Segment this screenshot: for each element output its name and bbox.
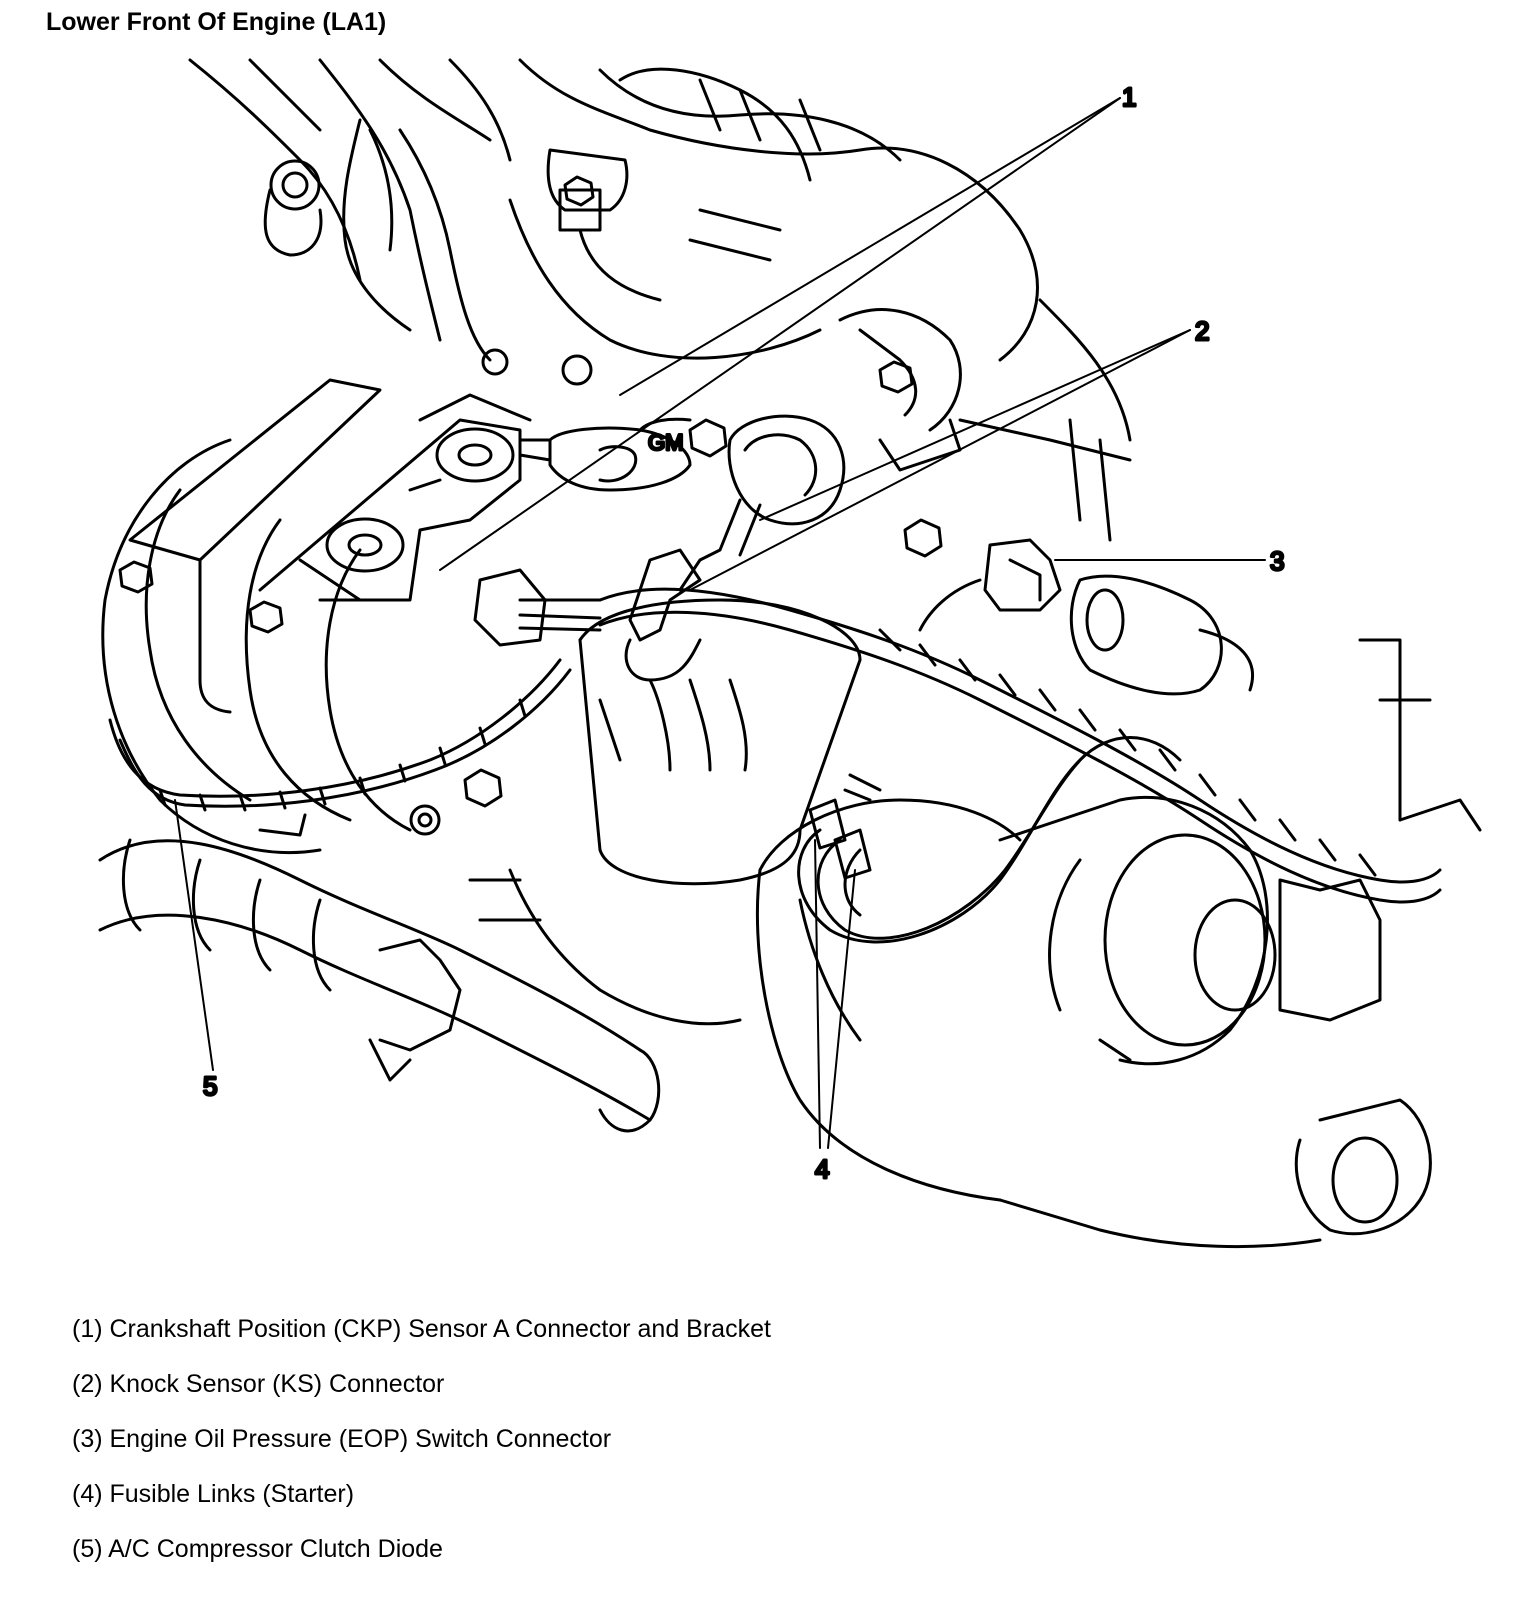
gm-engraving: GM (648, 430, 683, 455)
bolts (118, 159, 943, 808)
legend-item-ac-clutch-diode: (5) A/C Compressor Clutch Diode (72, 1535, 443, 1563)
callout-5: 5 (203, 1071, 217, 1101)
engine-illustration: GM 1 2 3 4 5 (98, 58, 1482, 1249)
starter-motor (755, 638, 1482, 1249)
callout-4: 4 (815, 1154, 829, 1184)
component-legend: (1) Crankshaft Position (CKP) Sensor A C… (72, 1302, 771, 1577)
legend-item-ckp-connector: (1) Crankshaft Position (CKP) Sensor A C… (72, 1315, 771, 1343)
legend-item-knock-sensor-connector: (2) Knock Sensor (KS) Connector (72, 1370, 445, 1398)
lower-pipe (98, 838, 742, 1133)
diagram-title: Lower Front Of Engine (LA1) (46, 8, 387, 36)
callout-3: 3 (1270, 546, 1284, 576)
legend-item-eop-switch-connector: (3) Engine Oil Pressure (EOP) Switch Con… (72, 1425, 612, 1453)
oil-filter (578, 598, 862, 886)
wiring-harness (108, 414, 1442, 944)
engine-block (188, 58, 1132, 542)
callout-2: 2 (1195, 316, 1209, 346)
callout-1: 1 (1122, 82, 1136, 112)
leader-lines (174, 97, 1266, 1149)
ac-compressor (101, 378, 532, 854)
legend-item-fusible-links: (4) Fusible Links (Starter) (72, 1480, 355, 1508)
